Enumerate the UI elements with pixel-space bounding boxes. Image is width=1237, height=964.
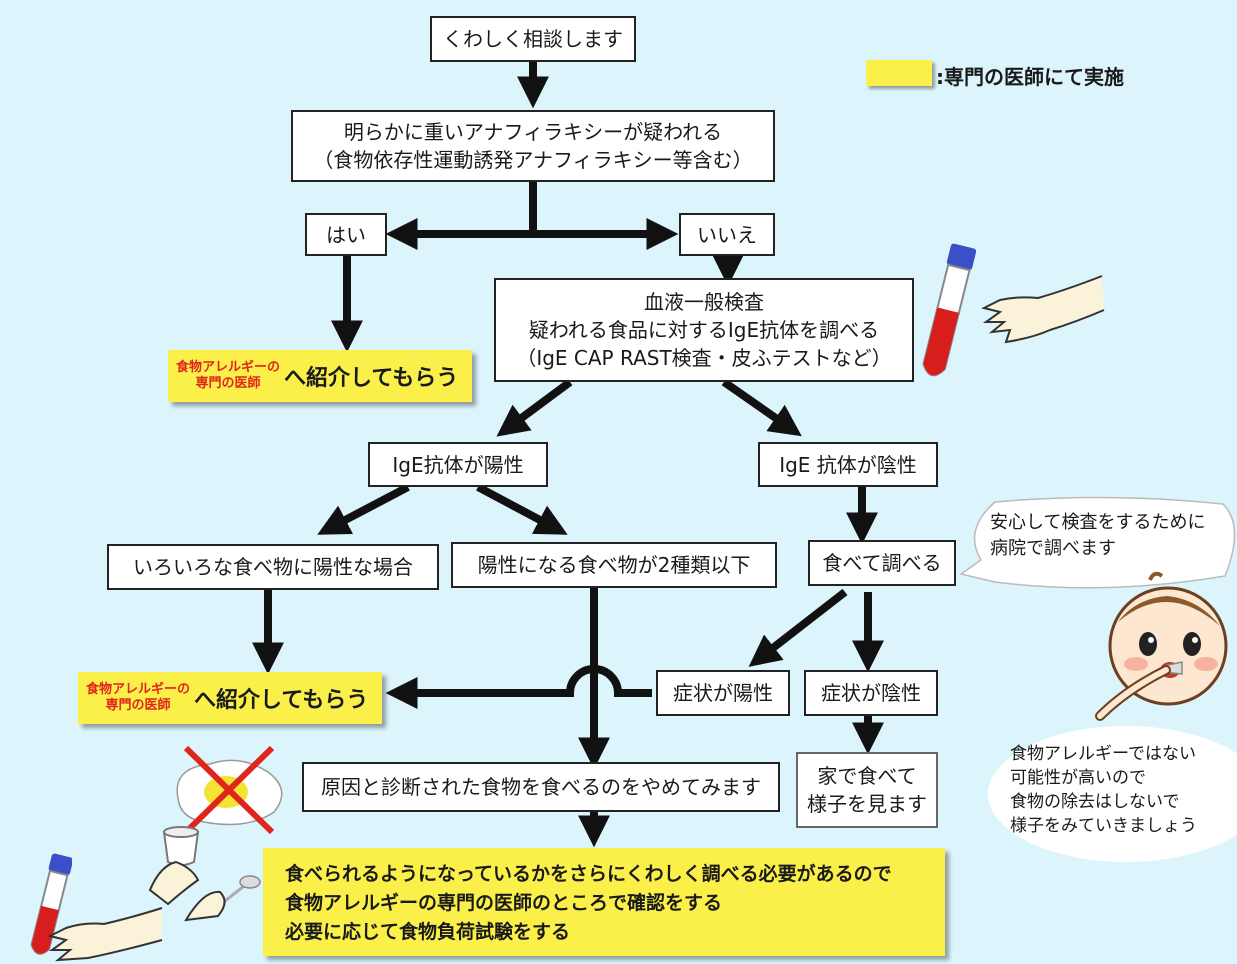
arrow-blood-to-negative: [721, 378, 802, 437]
node-home-check: 家で食べて 様子を見ます: [796, 752, 938, 828]
node-few-positive: 陽性になる食べ物が2種類以下: [451, 542, 777, 588]
arrow-blood-to-positive: [496, 378, 573, 437]
final-line2: 食物アレルギーの専門の医師のところで確認をする: [285, 892, 723, 914]
node-few-positive-text: 陽性になる食べ物が2種類以下: [477, 553, 751, 577]
node-home-line1: 家で食べて: [817, 764, 917, 788]
bubble-hospital-text: 安心して検査をするために 病院で調べます: [990, 512, 1206, 559]
node-ige-negative-text: IgE 抗体が陰性: [779, 452, 917, 477]
node-anaphylaxis: 明らかに重いアナフィラキシーが疑われる （食物依存性運動誘発アナフィラキシー等含…: [291, 110, 775, 182]
referral-specialist-label-2: 食物アレルギーの 専門の医師: [86, 682, 191, 713]
referral-box-top: 食物アレルギーの 専門の医師 へ紹介してもらう: [168, 350, 472, 402]
final-line3: 必要に応じて食物負荷試験をする: [285, 921, 571, 943]
cup-and-spoon-icon: [148, 826, 261, 922]
node-consult-text: くわしく相談します: [443, 27, 623, 51]
speech-bubble-advice: [988, 726, 1237, 862]
node-yes-text: はい: [326, 222, 366, 247]
node-many-positive: いろいろな食べ物に陽性な場合: [107, 544, 439, 590]
node-stop-eating: 原因と診断された食物を食べるのをやめてみます: [302, 762, 780, 812]
arrow-symptom-positive-to-referral: [385, 665, 652, 709]
node-ige-positive: IgE抗体が陽性: [368, 442, 548, 487]
baby-eating-icon: [1095, 571, 1228, 721]
node-blood-test: 血液一般検査 疑われる食品に対するIgE抗体を調べる （IgE CAP RAST…: [494, 278, 914, 382]
node-anaphylaxis-line1: 明らかに重いアナフィラキシーが疑われる: [343, 120, 723, 144]
node-anaphylaxis-line2: （食物依存性運動誘発アナフィラキシー等含む）: [313, 148, 753, 172]
egg-crossed-out-icon: [176, 745, 283, 835]
node-home-line2: 様子を見ます: [807, 792, 927, 816]
node-no-text: いいえ: [697, 222, 757, 247]
bubble-advice-text: 食物アレルギーではない 可能性が高いので 食物の除去はしないで 様子をみていきま…: [1010, 744, 1197, 836]
node-no: いいえ: [679, 213, 775, 256]
node-ige-positive-text: IgE抗体が陽性: [392, 452, 524, 477]
node-symptom-positive: 症状が陽性: [656, 670, 790, 716]
speech-bubble-hospital: [959, 496, 1236, 589]
node-consult: くわしく相談します: [430, 16, 636, 62]
test-tube-icon-2: [30, 853, 72, 955]
node-stop-eating-text: 原因と診断された食物を食べるのをやめてみます: [321, 775, 761, 799]
node-eat-test-text: 食べて調べる: [822, 551, 942, 575]
node-eat-test: 食べて調べる: [808, 540, 956, 586]
referral-text-2: へ紹介してもらう: [194, 688, 369, 713]
node-many-positive-text: いろいろな食べ物に陽性な場合: [133, 555, 413, 579]
node-blood-line1: 血液一般検査: [644, 290, 764, 314]
node-blood-line3: （IgE CAP RAST検査・皮ふテストなど）: [516, 346, 892, 370]
test-tube-icon: [922, 243, 976, 377]
referral-box-bottom: 食物アレルギーの 専門の医師 へ紹介してもらう: [78, 672, 382, 724]
node-yes: はい: [305, 213, 387, 256]
node-ige-negative: IgE 抗体が陰性: [758, 442, 938, 487]
node-symptom-positive-text: 症状が陽性: [673, 681, 773, 705]
node-symptom-negative-text: 症状が陰性: [821, 681, 921, 705]
legend-label: :専門の医師にて実施: [936, 65, 1124, 89]
referral-text: へ紹介してもらう: [284, 366, 459, 391]
node-symptom-negative: 症状が陰性: [804, 670, 938, 716]
arrow-positive-to-many: [317, 483, 410, 535]
hand-icon: [981, 275, 1105, 344]
hand-icon-2: [47, 907, 163, 962]
referral-specialist-label: 食物アレルギーの 専門の医師: [176, 360, 281, 391]
arrow-positive-to-few: [476, 483, 568, 535]
node-blood-line2: 疑われる食品に対するIgE抗体を調べる: [528, 318, 880, 342]
legend-swatch: [866, 60, 932, 86]
arrow-eat-to-symptom-positive: [748, 588, 848, 667]
node-specialist-confirm: 食べられるようになっているかをさらにくわしく調べる必要があるので 食物アレルギー…: [263, 848, 945, 956]
final-line1: 食べられるようになっているかをさらにくわしく調べる必要があるので: [285, 863, 892, 885]
